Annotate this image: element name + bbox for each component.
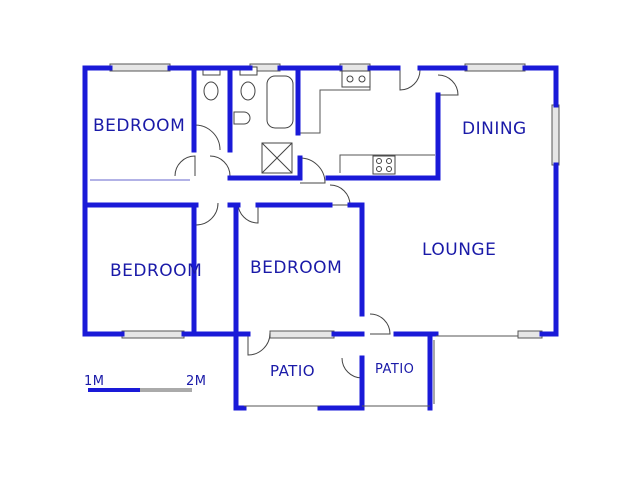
scale-start-label: 1M [84, 374, 105, 389]
bathtub [266, 75, 294, 129]
room-label-dining: DINING [462, 119, 527, 139]
basin [233, 111, 251, 125]
room-label-patio: PATIO [375, 362, 415, 377]
toilet-bowl [240, 81, 256, 101]
scale-end-label: 2M [186, 374, 207, 389]
room-label-bedroom: BEDROOM [93, 116, 186, 136]
room-label-bedroom: BEDROOM [110, 261, 203, 281]
windows [109, 63, 560, 339]
doors [174, 69, 459, 379]
room-label-bedroom: BEDROOM [250, 258, 343, 278]
bathroom-fixtures [202, 66, 396, 175]
room-label-patio: PATIO [270, 362, 316, 380]
patio-edges [244, 335, 518, 407]
walls [82, 65, 559, 411]
toilet-bowl [203, 81, 219, 101]
room-label-lounge: LOUNGE [422, 240, 497, 260]
stove [372, 155, 396, 175]
sink [341, 70, 371, 88]
